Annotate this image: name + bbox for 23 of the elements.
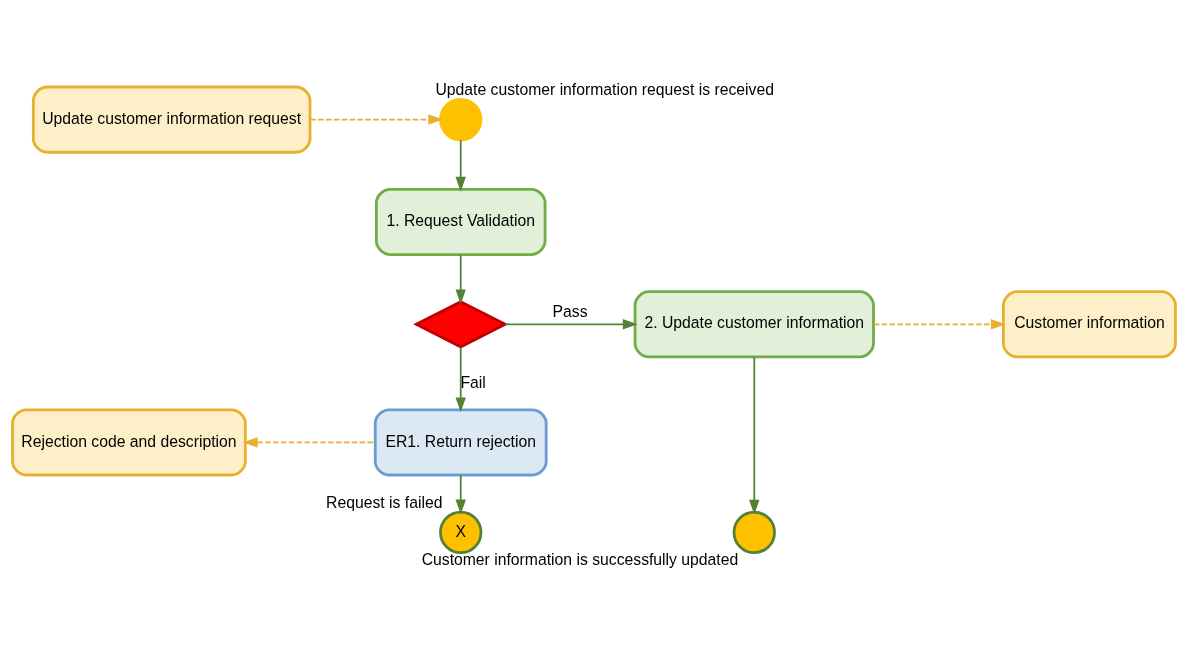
node-box: Customer information [1002,290,1177,359]
arrow [455,253,466,305]
node-box: Rejection code and description [11,408,247,477]
arrow [455,346,466,413]
node-circle [439,97,483,142]
edge-label: Pass [552,302,588,320]
node-diamond [413,300,509,349]
arrow [749,356,760,515]
arrow [242,437,376,448]
node-box: 1. Request Validation [374,187,547,256]
node-box: ER1. Return rejection [373,408,548,477]
node-box: 2. Update customer information [633,290,875,359]
node-box: Update customer information request [31,85,312,154]
arrow [309,114,444,125]
arrow [872,319,1006,330]
node-circle: X [439,510,483,555]
node-label: Update customer information request is received [435,81,774,99]
arrow [504,319,638,330]
node-label: Request is failed [326,493,443,511]
arrow [455,474,466,515]
arrow [455,139,466,192]
node-circle [732,510,776,555]
edge-label: Fail [460,373,486,391]
